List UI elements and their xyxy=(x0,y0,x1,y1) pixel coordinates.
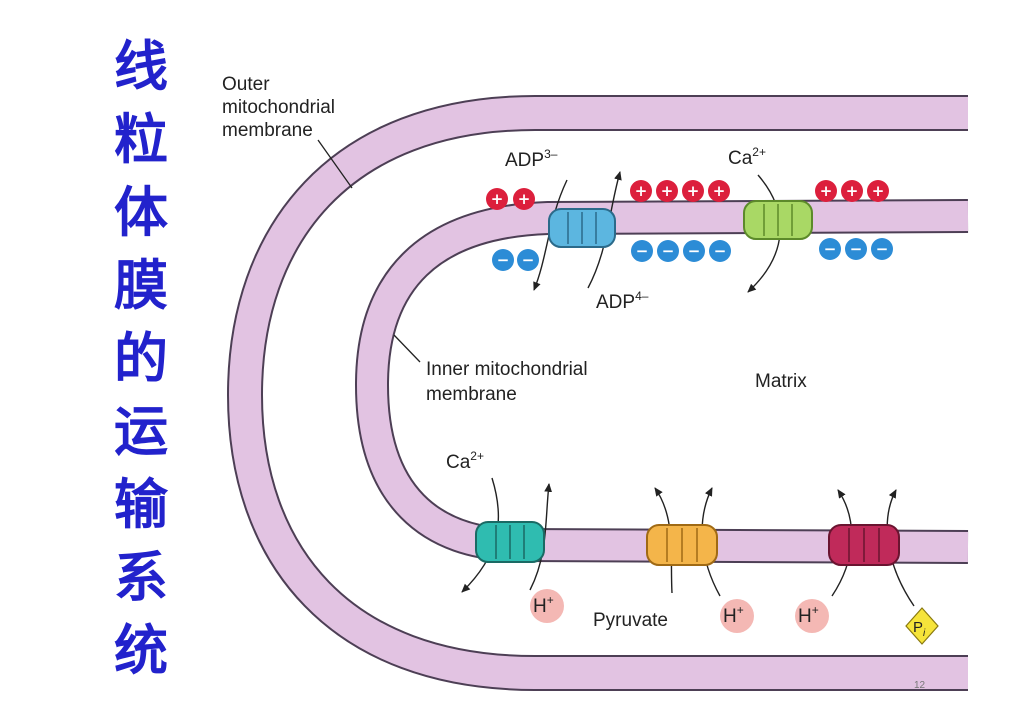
ca-top-transporter xyxy=(743,200,813,240)
negative-charge-sign: − xyxy=(688,242,701,260)
phosphate-transporter xyxy=(828,524,900,566)
outer-membrane-label-3: membrane xyxy=(222,120,313,141)
title-char: 运 xyxy=(114,399,168,463)
negative-charge xyxy=(492,249,514,271)
inner-membrane-label-2: membrane xyxy=(426,384,517,405)
h-ion-label: H+ xyxy=(723,603,744,627)
negative-charge xyxy=(517,249,539,271)
positive-charge xyxy=(841,180,863,202)
adp4-label: ADP4– xyxy=(596,289,649,313)
pyruvate-label: Pyruvate xyxy=(593,610,668,631)
ca-top-label: Ca2+ xyxy=(728,145,766,169)
positive-charge xyxy=(486,188,508,210)
positive-charge-sign: + xyxy=(872,182,885,200)
positive-charge xyxy=(682,180,704,202)
positive-charge xyxy=(630,180,652,202)
pyruvate-transporter xyxy=(646,524,718,566)
positive-charge-sign: + xyxy=(846,182,859,200)
positive-charge xyxy=(708,180,730,202)
negative-charge xyxy=(683,240,705,262)
negative-charge xyxy=(631,240,653,262)
phosphate-label: Pi xyxy=(913,619,926,639)
membrane-charges: +++++++++−−−−−−−−− xyxy=(486,180,893,271)
negative-charge xyxy=(709,240,731,262)
positive-charge xyxy=(656,180,678,202)
title-char: 膜 xyxy=(114,253,168,317)
title-char: 系 xyxy=(114,545,168,609)
negative-charge xyxy=(845,238,867,260)
negative-charge-sign: − xyxy=(636,242,649,260)
positive-charge-sign: + xyxy=(635,182,648,200)
positive-charge-sign: + xyxy=(713,182,726,200)
negative-charge-sign: − xyxy=(714,242,727,260)
negative-charge xyxy=(871,238,893,260)
h-ion-badge: H+ xyxy=(720,599,754,633)
negative-charge xyxy=(819,238,841,260)
negative-charge-sign: − xyxy=(497,251,510,269)
adp-transporter xyxy=(548,208,616,248)
title-char: 的 xyxy=(114,326,168,390)
negative-charge-sign: − xyxy=(824,240,837,258)
inner-membrane-label-1: Inner mitochondrial xyxy=(426,359,588,380)
positive-charge-sign: + xyxy=(687,182,700,200)
positive-charge-sign: + xyxy=(820,182,833,200)
h-ion-label: H+ xyxy=(798,603,819,627)
ca-bottom-label: Ca2+ xyxy=(446,449,484,473)
title-char: 输 xyxy=(114,472,168,536)
positive-charge-sign: + xyxy=(661,182,674,200)
inner-membrane-leader xyxy=(393,334,421,363)
matrix-label: Matrix xyxy=(755,371,807,392)
negative-charge xyxy=(657,240,679,262)
outer-membrane-leader xyxy=(317,139,353,189)
inner-membrane xyxy=(354,199,969,564)
negative-charge-sign: − xyxy=(876,240,889,258)
title-char: 统 xyxy=(114,618,168,682)
positive-charge xyxy=(513,188,535,210)
adp3-label: ADP3– xyxy=(505,147,558,171)
negative-charge-sign: − xyxy=(662,242,675,260)
h-ion-badge: H+ xyxy=(530,589,564,623)
outer-membrane-label-2: mitochondrial xyxy=(222,97,335,118)
negative-charge-sign: − xyxy=(850,240,863,258)
negative-charge-sign: − xyxy=(522,251,535,269)
outer-membrane xyxy=(226,95,968,691)
positive-charge-sign: + xyxy=(518,190,531,208)
page-number: 12 xyxy=(914,680,926,691)
outer-membrane-label-1: Outer xyxy=(222,74,270,95)
title-char: 线 xyxy=(114,34,168,98)
positive-charge xyxy=(867,180,889,202)
title-char: 体 xyxy=(114,180,168,244)
h-ion-badge: H+ xyxy=(795,599,829,633)
positive-charge-sign: + xyxy=(491,190,504,208)
title-char: 粒 xyxy=(114,107,168,171)
ca-bottom-transporter xyxy=(475,521,545,563)
positive-charge xyxy=(815,180,837,202)
vertical-title: 线 粒 体 膜 的 运 输 系 统 xyxy=(96,30,186,687)
phosphate-badge: Pi xyxy=(905,607,939,645)
h-ion-label: H+ xyxy=(533,593,554,617)
